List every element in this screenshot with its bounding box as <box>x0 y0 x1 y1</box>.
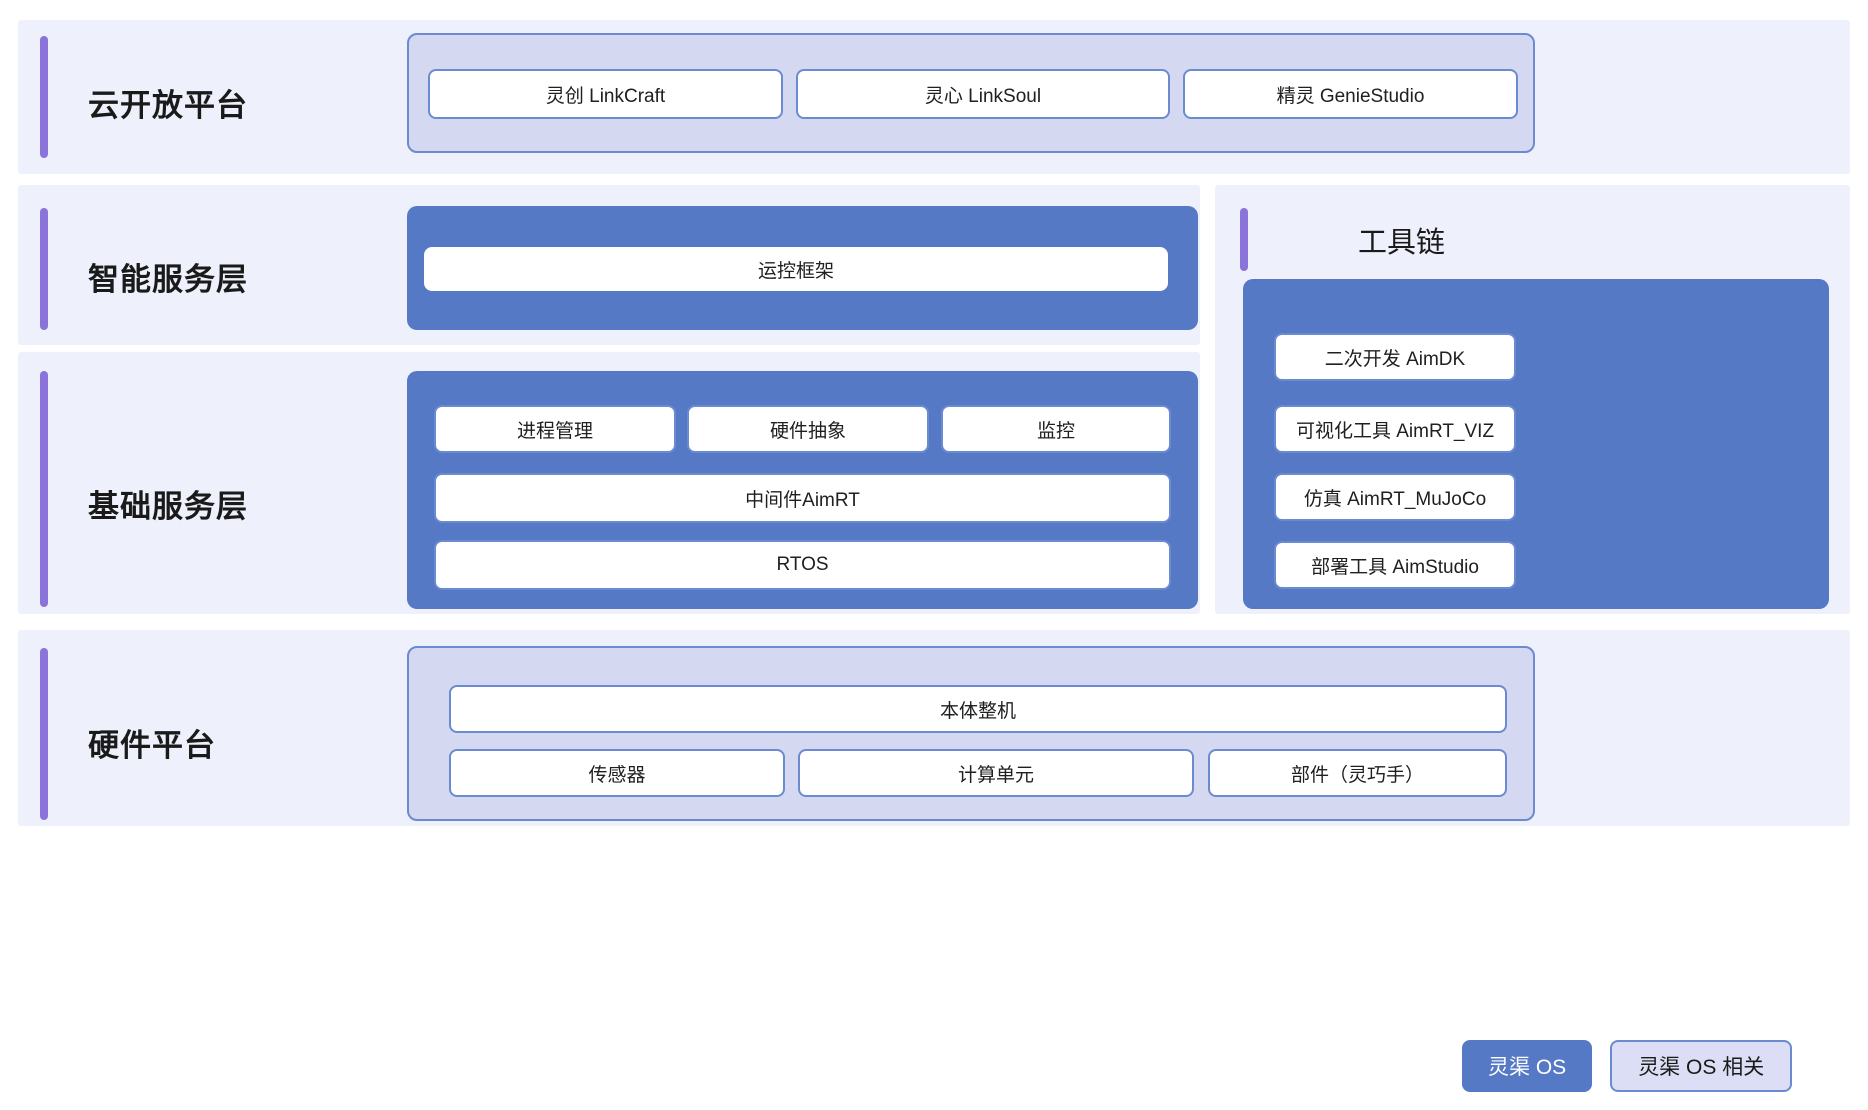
node-dexterous-hand[interactable]: 部件（灵巧手） <box>1208 749 1507 797</box>
legend: 灵渠 OS 灵渠 OS 相关 <box>1462 1040 1793 1092</box>
legend-item-lingqu-os-related[interactable]: 灵渠 OS 相关 <box>1610 1040 1793 1092</box>
node-middleware-aimrt[interactable]: 中间件AimRT <box>434 473 1171 523</box>
legend-item-lingqu-os[interactable]: 灵渠 OS <box>1462 1040 1593 1092</box>
node-geniestudio[interactable]: 精灵 GenieStudio <box>1183 69 1518 119</box>
node-aimdk[interactable]: 二次开发 AimDK <box>1274 333 1516 381</box>
node-motion-control-framework[interactable]: 运控框架 <box>424 247 1168 291</box>
node-rtos[interactable]: RTOS <box>434 540 1171 590</box>
node-aimrt-mujoco[interactable]: 仿真 AimRT_MuJoCo <box>1274 473 1516 521</box>
row-label-hardware-platform: 硬件平台 <box>88 728 216 763</box>
node-monitoring[interactable]: 监控 <box>941 405 1171 453</box>
node-hardware-abstraction[interactable]: 硬件抽象 <box>687 405 929 453</box>
node-compute-unit[interactable]: 计算单元 <box>798 749 1194 797</box>
node-aimrt-viz[interactable]: 可视化工具 AimRT_VIZ <box>1274 405 1516 453</box>
row-accent-bar-intelligent-service-layer <box>40 208 48 330</box>
row-label-basic-service-layer: 基础服务层 <box>88 489 248 524</box>
row-accent-bar-basic-service-layer <box>40 371 48 607</box>
row-label-intelligent-service-layer: 智能服务层 <box>88 262 248 297</box>
row-accent-bar-hardware-platform <box>40 648 48 820</box>
node-sensor[interactable]: 传感器 <box>449 749 785 797</box>
node-linksoul[interactable]: 灵心 LinkSoul <box>796 69 1170 119</box>
row-label-cloud-open-platform: 云开放平台 <box>88 88 248 123</box>
node-aimstudio[interactable]: 部署工具 AimStudio <box>1274 541 1516 589</box>
row-accent-bar-cloud-open-platform <box>40 36 48 158</box>
node-main-body-machine[interactable]: 本体整机 <box>449 685 1507 733</box>
node-linkcraft[interactable]: 灵创 LinkCraft <box>428 69 783 119</box>
toolchain-title: 工具链 <box>1358 227 1446 259</box>
row-accent-bar-toolchain <box>1240 208 1248 271</box>
node-process-management[interactable]: 进程管理 <box>434 405 676 453</box>
